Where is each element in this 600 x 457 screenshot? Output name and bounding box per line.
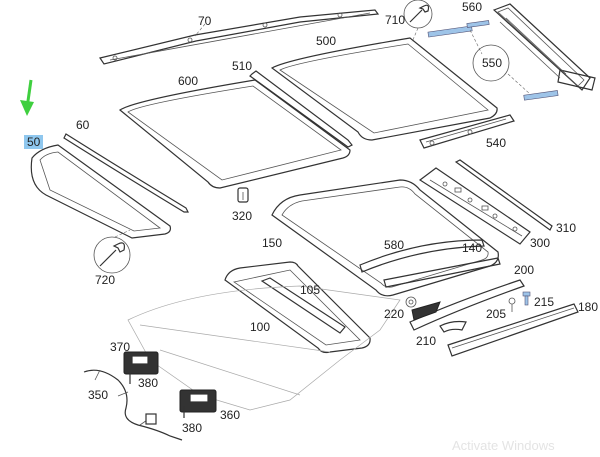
part-370-motor	[123, 351, 159, 375]
part-180-strip	[447, 303, 579, 357]
part-label-380-lower: 380	[182, 421, 203, 435]
part-60-seal	[63, 133, 189, 213]
part-label-720: 720	[95, 273, 116, 287]
part-label-310: 310	[556, 221, 577, 235]
part-label-210: 210	[416, 334, 437, 348]
part-100-frame	[224, 261, 371, 354]
part-300-rail	[418, 167, 531, 245]
part-580-channel	[359, 239, 485, 273]
part-label-380-upper: 380	[138, 376, 159, 390]
part-510-seal	[249, 70, 353, 148]
part-label-350: 350	[88, 388, 109, 402]
activation-watermark: Activate Windows	[452, 438, 555, 453]
part-label-370: 370	[110, 340, 131, 354]
part-label-560: 560	[462, 0, 483, 14]
part-label-215: 215	[534, 295, 555, 309]
part-500-glass-panel	[270, 37, 498, 141]
part-215-screw	[522, 291, 531, 306]
part-label-500: 500	[316, 34, 337, 48]
part-540-bracket	[419, 114, 515, 149]
part-50-glass	[30, 144, 172, 239]
arrow-down-icon	[20, 79, 34, 116]
part-label-140: 140	[462, 241, 483, 255]
part-label-100: 100	[250, 320, 271, 334]
part-360-motor	[179, 389, 217, 413]
headliner-outline	[127, 285, 401, 411]
part-210-bracket	[439, 320, 467, 333]
part-140-seal	[383, 257, 501, 288]
part-200-deflector	[409, 279, 525, 331]
part-label-220: 220	[384, 307, 405, 321]
part-label-580: 580	[384, 238, 405, 252]
part-label-320: 320	[232, 209, 253, 223]
wrench-icon-bottom	[93, 229, 131, 274]
part-label-105: 105	[300, 283, 321, 297]
part-label-510: 510	[232, 59, 253, 73]
part-105-seal	[260, 277, 346, 334]
part-label-150: 150	[262, 236, 283, 250]
part-label-550: 550	[482, 56, 503, 70]
part-label-180: 180	[578, 300, 599, 314]
part-350-harness	[83, 369, 183, 441]
part-320-clip	[237, 187, 249, 203]
part-205-screw	[508, 297, 516, 312]
part-380-screws	[129, 372, 185, 418]
part-label-50: 50	[24, 135, 44, 149]
part-label-540: 540	[486, 136, 507, 150]
part-label-300: 300	[530, 236, 551, 250]
wrench-icon-top	[403, 0, 433, 43]
part-label-205: 205	[486, 307, 507, 321]
part-label-360: 360	[220, 408, 241, 422]
part-220-grommet	[405, 296, 417, 308]
part-550-pins	[427, 20, 559, 101]
part-label-70: 70	[198, 14, 212, 28]
part-label-600: 600	[178, 74, 199, 88]
part-600-panel	[118, 79, 351, 189]
part-70-rail	[99, 9, 380, 65]
part-label-200: 200	[514, 263, 535, 277]
part-label-710: 710	[385, 13, 406, 27]
part-label-60: 60	[76, 118, 90, 132]
part-310-seal	[454, 159, 553, 231]
part-560-roller-blind	[492, 3, 596, 91]
